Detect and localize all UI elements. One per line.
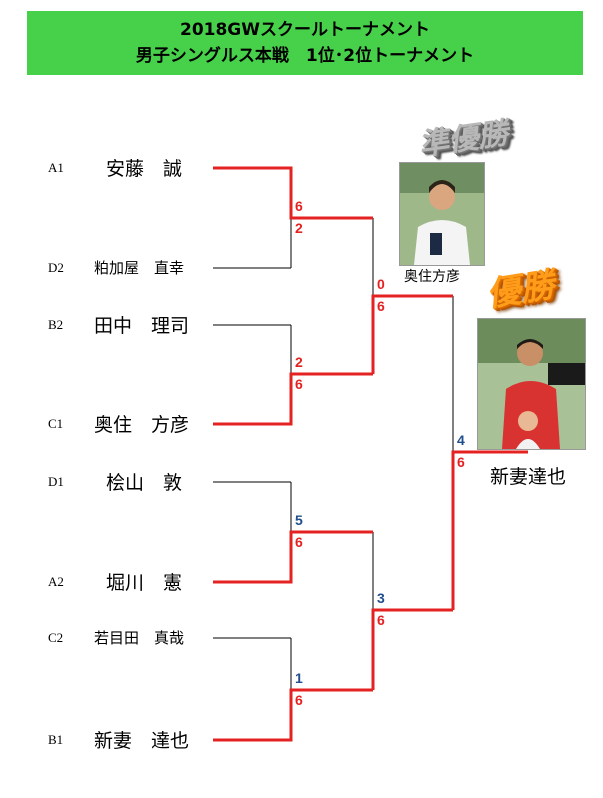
score-r1m4-top: 1 — [295, 670, 303, 686]
seed-label: B1 — [48, 732, 64, 747]
win-path-a1 — [213, 166, 373, 220]
score-sf1-bottom: 6 — [377, 298, 385, 314]
score-sf1-top: 0 — [377, 276, 385, 292]
seed-label: A1 — [48, 160, 64, 175]
player-name: 田中 理司 — [94, 315, 190, 337]
seed-label: A2 — [48, 574, 64, 589]
player-name: 安藤 誠 — [106, 158, 183, 180]
tournament-title: 2018GWスクールトーナメント — [179, 20, 431, 40]
player-name: 堀川 憲 — [106, 572, 183, 594]
tournament-header: 2018GWスクールトーナメント 男子シングルス本戦 1位･2位トーナメント — [27, 11, 583, 75]
win-path-sf2 — [371, 608, 453, 690]
score-r1m4-bottom: 6 — [295, 692, 303, 708]
score-r1m1-top: 6 — [295, 198, 303, 214]
score-sf2-bottom: 6 — [377, 612, 385, 628]
score-sf2-top: 3 — [377, 590, 385, 606]
champion-photo — [477, 318, 586, 450]
win-path-final — [451, 450, 528, 610]
player-name: 粕加屋 直幸 — [94, 259, 185, 277]
player-name: 新妻 達也 — [94, 730, 190, 752]
seed-label: C1 — [48, 416, 64, 431]
score-final-top: 4 — [457, 432, 465, 448]
score-r1m2-top: 2 — [295, 354, 303, 370]
score-r1m1-bottom: 2 — [295, 220, 303, 236]
score-r1m2-bottom: 6 — [295, 376, 303, 392]
seed-label: C2 — [48, 630, 64, 645]
player-name: 桧山 敦 — [106, 472, 183, 494]
player-name: 奥住 方彦 — [94, 414, 190, 436]
champion-badge: 優勝 — [483, 264, 558, 316]
win-path-c1 — [213, 372, 373, 426]
score-r1m3-top: 5 — [295, 512, 303, 528]
seed-label: D2 — [48, 260, 64, 275]
win-path-b1 — [213, 688, 373, 742]
runner-up-photo — [399, 162, 485, 266]
win-path-a2 — [213, 530, 373, 584]
win-path-sf1 — [371, 294, 453, 374]
tournament-subtitle: 男子シングルス本戦 1位･2位トーナメント — [135, 46, 475, 66]
champion-name: 新妻達也 — [490, 466, 567, 488]
seed-label: D1 — [48, 474, 64, 489]
score-r1m3-bottom: 6 — [295, 534, 303, 550]
score-final-bottom: 6 — [457, 454, 465, 470]
seed-label: B2 — [48, 317, 64, 332]
player-name: 若目田 真哉 — [94, 629, 185, 647]
runner-up-name: 奥住方彦 — [404, 269, 460, 285]
